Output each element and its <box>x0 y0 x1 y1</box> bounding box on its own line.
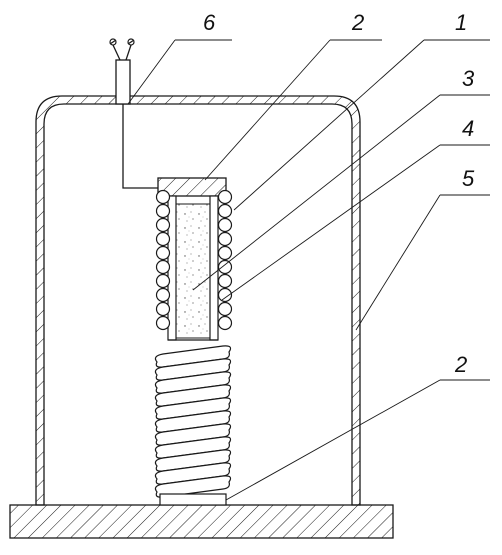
coil-turn <box>217 203 233 219</box>
wire-terminals <box>109 38 135 61</box>
coil-turn <box>155 231 171 247</box>
spring-turn <box>154 371 232 394</box>
coil-turn <box>155 273 171 289</box>
leader-3 <box>192 94 441 291</box>
leader-2-top <box>204 39 331 181</box>
leader-6 <box>127 39 176 105</box>
label-plug-top: 2 <box>351 10 364 35</box>
label-ampoule: 4 <box>462 116 474 141</box>
lead-wire <box>122 104 158 189</box>
label-coil: 1 <box>455 10 467 35</box>
coil-turn <box>155 301 171 317</box>
coil-turn <box>155 203 171 219</box>
coil-spring <box>154 345 232 498</box>
coil-turn <box>217 231 233 247</box>
spring-turn <box>154 345 232 368</box>
bottom-plug <box>159 493 227 506</box>
spring-turn <box>154 475 232 498</box>
coil-turn <box>155 189 171 205</box>
label-heater-wires: 6 <box>203 10 216 35</box>
label-plug-bottom: 2 <box>454 352 467 377</box>
spring-turn <box>154 449 232 472</box>
ampoule-top-plug <box>157 177 227 197</box>
spring-turn <box>154 384 232 407</box>
spring-turn <box>154 397 232 420</box>
leader-4 <box>221 144 441 301</box>
coil-turn <box>217 287 233 303</box>
coil-turn <box>217 273 233 289</box>
coil-turn <box>155 217 171 233</box>
leader-2-bottom <box>225 379 441 501</box>
spring-turn <box>154 410 232 433</box>
label-bell-jar: 5 <box>462 166 475 191</box>
spring-turn <box>154 436 232 459</box>
coil-turn <box>217 301 233 317</box>
sample <box>175 203 211 339</box>
coil-turn <box>217 259 233 275</box>
spring-turn <box>154 462 232 485</box>
coil-turn <box>217 315 233 331</box>
lead-tube <box>115 59 131 105</box>
coil-turn <box>217 245 233 261</box>
coil-turn <box>155 315 171 331</box>
coil-turn <box>217 189 233 205</box>
spring-turn <box>154 358 232 381</box>
coil-turn <box>217 217 233 233</box>
spring-turn <box>154 423 232 446</box>
coil-turn <box>155 287 171 303</box>
coil-turn <box>155 259 171 275</box>
base-plate <box>9 504 394 539</box>
bell-jar <box>35 95 361 506</box>
leader-5 <box>355 194 441 331</box>
coil-turns-tight <box>155 189 233 331</box>
leader-1 <box>233 39 425 211</box>
label-sample: 3 <box>462 66 475 91</box>
coil-turn <box>155 245 171 261</box>
